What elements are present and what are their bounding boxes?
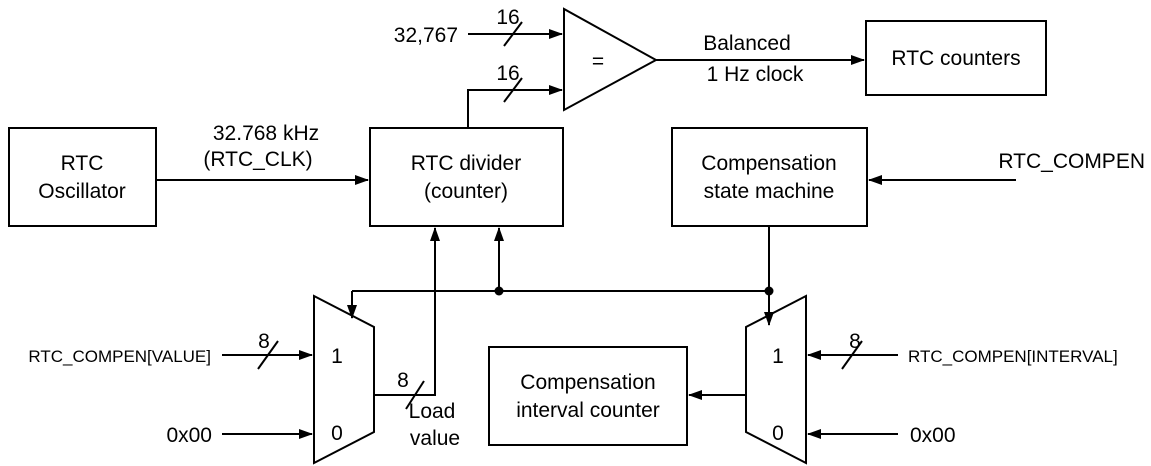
right-zero-label: 0x00 — [910, 424, 956, 447]
clk-frequency-label: 32.768 kHz — [213, 122, 319, 145]
left-mux-input-0-label: 0 — [331, 422, 343, 445]
interval-bus-slash — [841, 340, 863, 370]
compensation-state-machine-label-2: state machine — [704, 180, 835, 203]
rtc-counters-block: RTC counters — [865, 20, 1047, 96]
const-bus-slash — [503, 21, 523, 47]
left-mux: 1 0 — [313, 294, 375, 465]
interval-counter-label-1: Compensation — [520, 371, 655, 394]
divider-to-comparator-wire — [467, 85, 563, 128]
load-bus-width-label: 8 — [397, 369, 409, 392]
rtc-counters-label: RTC counters — [891, 47, 1020, 70]
rtc-oscillator-label-2: Oscillator — [38, 180, 126, 203]
balanced-clock-label-2: 1 Hz clock — [707, 63, 804, 86]
left-zero-label: 0x00 — [166, 424, 212, 447]
divider-bus-slash — [503, 77, 523, 103]
comparator-block: = — [563, 7, 659, 112]
compensation-interval-counter-block: Compensation interval counter — [488, 346, 688, 446]
rtc-divider-label-2: (counter) — [424, 180, 508, 203]
load-value-wire — [374, 227, 440, 396]
value-bus-width-label: 8 — [258, 330, 270, 353]
left-mux-input-1-label: 1 — [331, 345, 343, 368]
rtc-divider-label-1: RTC divider — [411, 152, 521, 175]
compen-interval-label: RTC_COMPEN[INTERVAL] — [908, 347, 1118, 366]
load-bus-slash — [405, 380, 425, 410]
right-mux-input-1-label: 1 — [772, 345, 784, 368]
balanced-clock-label-1: Balanced — [703, 32, 791, 55]
compen-value-label: RTC_COMPEN[VALUE] — [28, 347, 211, 366]
rtc-divider-block: RTC divider (counter) — [369, 127, 564, 227]
compensation-state-machine-block: Compensation state machine — [671, 127, 868, 227]
junction-dot-divider — [494, 286, 504, 296]
compensation-state-machine-label-1: Compensation — [701, 152, 836, 175]
value-bus-slash — [257, 340, 279, 370]
interval-bus-width-label: 8 — [849, 330, 861, 353]
const-bus-width-label: 16 — [496, 6, 519, 29]
right-mux: 1 0 — [745, 294, 807, 465]
comparator-symbol: = — [592, 50, 604, 73]
right-mux-input-0-label: 0 — [772, 422, 784, 445]
divider-bus-width-label: 16 — [496, 62, 519, 85]
const-32767-label: 32,767 — [394, 24, 458, 47]
interval-counter-label-2: interval counter — [516, 399, 660, 422]
rtc-compen-label: RTC_COMPEN — [998, 150, 1145, 173]
load-value-label-1: Load — [409, 400, 456, 423]
junction-dot-fsm — [764, 286, 774, 296]
rtc-oscillator-block: RTC Oscillator — [8, 127, 157, 227]
load-value-label-2: value — [410, 427, 460, 450]
rtc-oscillator-label-1: RTC — [61, 152, 104, 175]
clk-name-label: (RTC_CLK) — [203, 148, 312, 171]
